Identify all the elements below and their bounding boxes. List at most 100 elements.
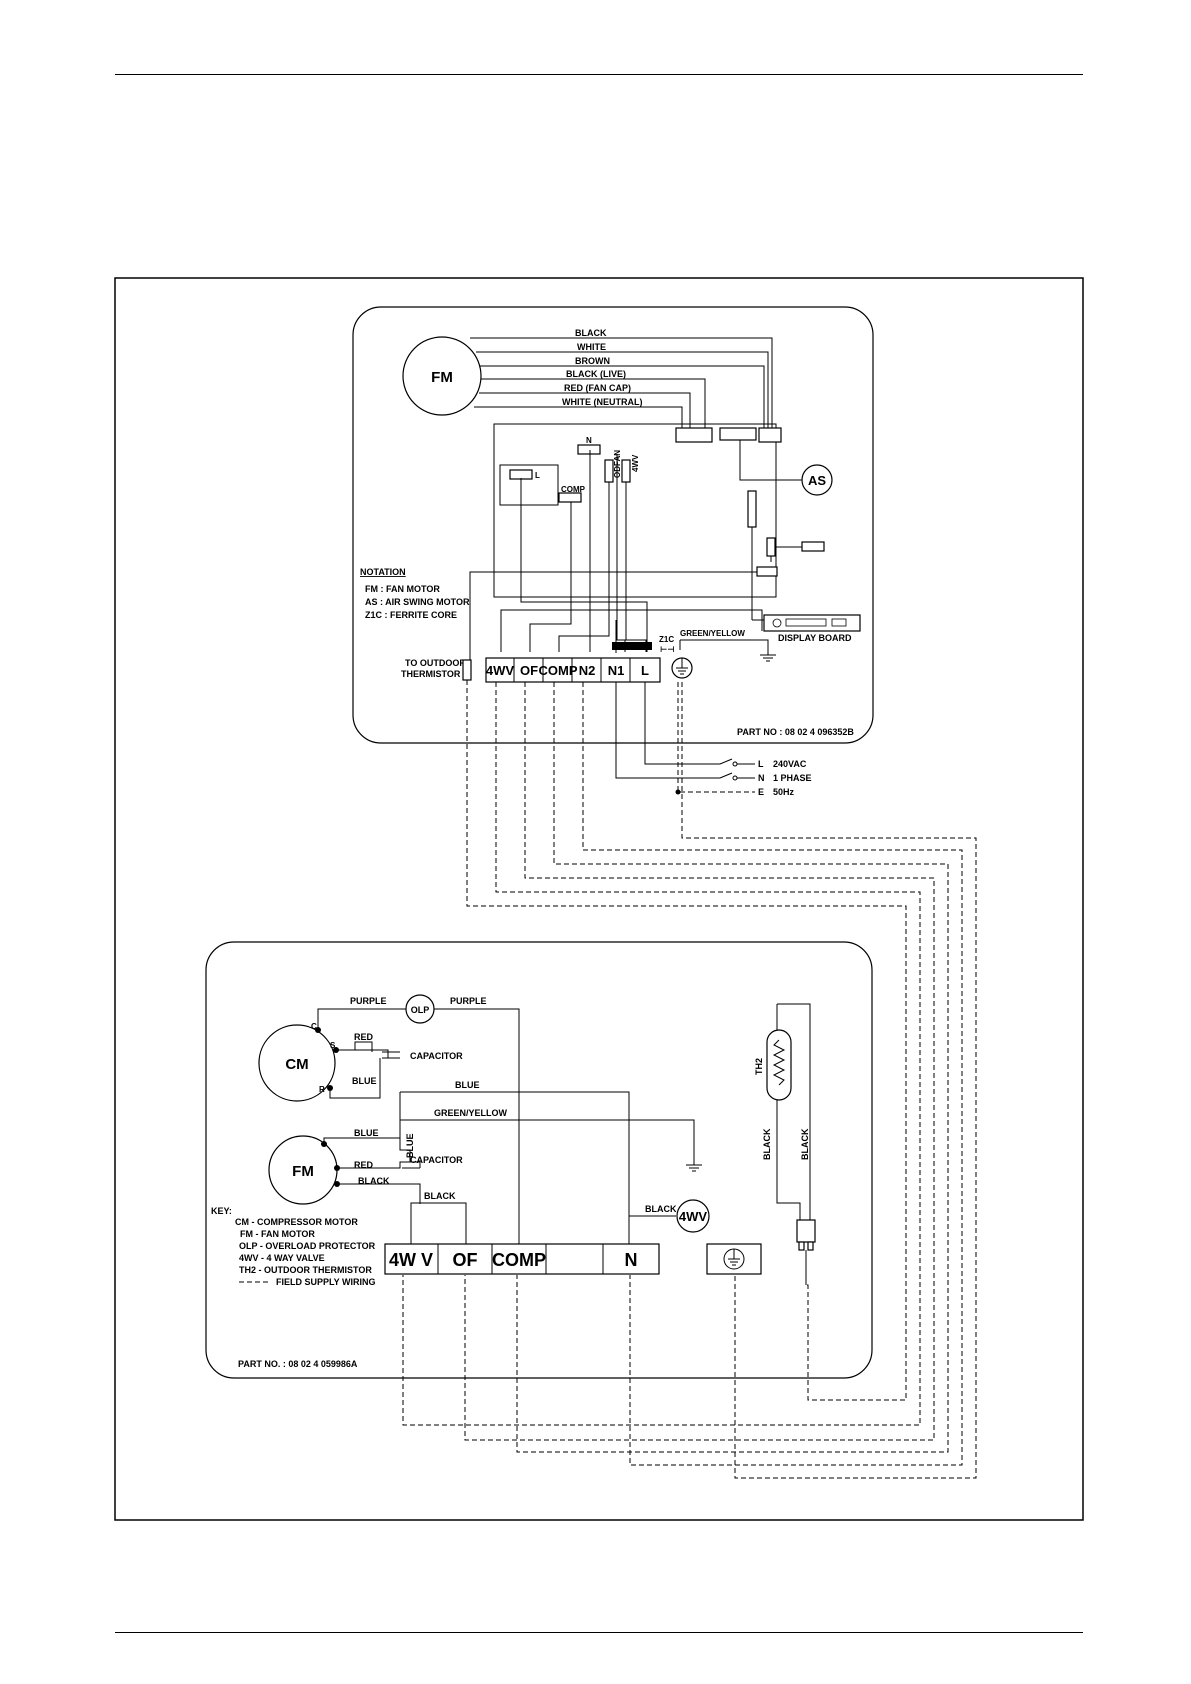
- outdoor-unit-panel: CM C S R OLP PURPLE PURPLE RED CAPACITOR…: [205, 941, 873, 1379]
- fan-connector: [675, 427, 713, 443]
- relay-comp-label: COMP: [561, 485, 586, 494]
- capacitor-label: CAPACITOR: [410, 1155, 463, 1165]
- red-wire-label: RED: [354, 1160, 374, 1170]
- header-rule: [115, 74, 1083, 75]
- motor-connector: [758, 427, 782, 443]
- outdoor-panel-outline: [205, 941, 873, 1379]
- display-cable-connector: [747, 490, 757, 528]
- wire-color-label: WHITE: [577, 342, 606, 352]
- fourway-label: 4WV: [631, 454, 640, 472]
- notation-item: FM : FAN MOTOR: [365, 584, 440, 594]
- notation-title: NOTATION: [360, 567, 406, 577]
- swing-connector: [719, 427, 757, 441]
- olp-label: OLP: [411, 1005, 430, 1015]
- terminal-s-label: S: [330, 1041, 336, 1050]
- black-wire-label: BLACK: [645, 1204, 677, 1214]
- indoor-terminal-block: 4WV OF COMP N2 N1 L: [485, 657, 661, 683]
- thermistor-plug: [796, 1219, 816, 1243]
- fourway-connector: [621, 459, 631, 483]
- terminal-c-label: C: [311, 1022, 317, 1031]
- four-way-valve-label: 4WV: [679, 1209, 708, 1224]
- black-wire-label: BLACK: [424, 1191, 456, 1201]
- red-wire-label: RED: [354, 1032, 374, 1042]
- svg-text:⊢⊣: ⊢⊣: [660, 645, 675, 654]
- odfan-connector: [604, 459, 614, 483]
- room-sensor: [801, 541, 825, 552]
- key-item: FIELD SUPPLY WIRING: [276, 1277, 376, 1287]
- four-way-valve-symbol: [676, 1199, 710, 1233]
- key-title: KEY:: [211, 1206, 232, 1216]
- purple-wire-label: PURPLE: [450, 996, 487, 1006]
- outdoor-terminal-label: N: [625, 1250, 638, 1270]
- terminal-r-label: R: [319, 1085, 325, 1094]
- purple-wire-label: PURPLE: [350, 996, 387, 1006]
- relay-l-label: L: [535, 471, 540, 480]
- notation-item: Z1C : FERRITE CORE: [365, 610, 457, 620]
- thermistor-label: THERMISTOR: [401, 669, 461, 679]
- indoor-panel-outline: [352, 306, 874, 744]
- blue-wire-label: BLUE: [455, 1080, 480, 1090]
- air-swing-motor-label: AS: [808, 473, 826, 488]
- indoor-part-number: PART NO : 08 02 4 096352B: [737, 727, 854, 737]
- relay-l-connector: [509, 469, 533, 480]
- indoor-fan-motor-label: FM: [431, 369, 453, 386]
- supply-frequency: 50Hz: [773, 787, 795, 797]
- key-item: CM - COMPRESSOR MOTOR: [235, 1217, 358, 1227]
- display-board: [763, 614, 861, 632]
- indoor-terminal-label: 4WV: [486, 663, 515, 678]
- black-wire-vertical-label: BLACK: [800, 1128, 810, 1160]
- board-n-label: N: [586, 436, 592, 445]
- indoor-terminal-label: N1: [608, 663, 625, 678]
- outdoor-part-number: PART NO. : 08 02 4 059986A: [238, 1359, 358, 1369]
- black-wire-label: BLACK: [358, 1176, 390, 1186]
- display-board-label: DISPLAY BOARD: [778, 633, 852, 643]
- power-supply: L N E 240VAC 1 PHASE 50Hz: [615, 682, 812, 797]
- key-item: OLP - OVERLOAD PROTECTOR: [239, 1241, 376, 1251]
- to-outdoor-label: TO OUTDOOR: [405, 658, 466, 668]
- indoor-terminal-label: OF: [520, 663, 538, 678]
- supply-phase: 1 PHASE: [773, 773, 812, 783]
- footer-rule: [115, 1632, 1083, 1633]
- wire-color-label: BROWN: [575, 356, 610, 366]
- wire-color-label: RED (FAN CAP): [564, 383, 631, 393]
- board-n-connector: [577, 444, 601, 455]
- compressor-label: CM: [285, 1056, 308, 1073]
- thermistor-connector: [756, 566, 778, 577]
- field-supply-wiring: [402, 680, 977, 1479]
- outdoor-terminal-label: COMP: [492, 1250, 546, 1270]
- z1c-label: Z1C: [659, 635, 674, 644]
- key-item: FM - FAN MOTOR: [240, 1229, 315, 1239]
- key-item: TH2 - OUTDOOR THERMISTOR: [239, 1265, 372, 1275]
- relay-box: [499, 464, 559, 506]
- black-wire-vertical-label: BLACK: [762, 1128, 772, 1160]
- blue-wire-label: BLUE: [354, 1128, 379, 1138]
- compressor-motor-symbol: [258, 1024, 336, 1102]
- ferrite-core: [612, 642, 652, 650]
- air-swing-motor-symbol: [801, 464, 833, 496]
- key-item: 4WV - 4 WAY VALVE: [239, 1253, 325, 1263]
- indoor-unit-panel: FM BLACK WHITE BROWN BLACK (LIVE) RED (F…: [352, 306, 874, 744]
- outdoor-thermistor-symbol: [766, 1029, 792, 1101]
- outdoor-terminal-block: 4W V OF COMP N: [384, 1243, 660, 1275]
- wire-color-label: BLACK: [575, 328, 607, 338]
- supply-voltage: 240VAC: [773, 759, 807, 769]
- outdoor-fan-label: FM: [292, 1163, 314, 1180]
- outdoor-terminal-label: 4W V: [389, 1250, 433, 1270]
- sensor-connector: [766, 537, 776, 557]
- outdoor-terminal-label: OF: [453, 1250, 478, 1270]
- indoor-pcb: [493, 423, 777, 598]
- green-yellow-wire-label: GREEN/YELLOW: [434, 1108, 508, 1118]
- outdoor-thermistor-connector: [462, 659, 472, 681]
- notation-item: AS : AIR SWING MOTOR: [365, 597, 470, 607]
- diagram-frame: [114, 277, 1084, 1521]
- capacitor-label: CAPACITOR: [410, 1051, 463, 1061]
- indoor-terminal-label: L: [641, 663, 649, 678]
- blue-wire-label: BLUE: [352, 1076, 377, 1086]
- supply-l: L: [758, 759, 764, 769]
- supply-e: E: [758, 787, 764, 797]
- wire-color-label: WHITE (NEUTRAL): [562, 397, 643, 407]
- relay-comp-connector: [558, 492, 582, 503]
- th2-label: TH2: [754, 1058, 764, 1075]
- indoor-terminal-label: COMP: [539, 663, 578, 678]
